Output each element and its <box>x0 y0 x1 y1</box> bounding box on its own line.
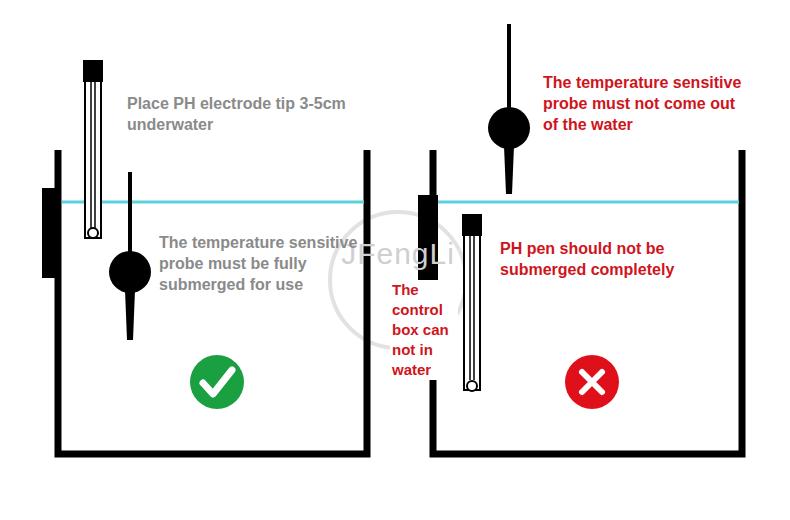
cross-mark <box>582 372 602 392</box>
control-box <box>42 188 60 278</box>
instruction-note: Place PH electrode tip 3-5cm underwater <box>127 93 397 135</box>
electrode-cap <box>462 214 482 236</box>
correct-icon <box>190 355 244 409</box>
temperature-probe <box>109 251 151 293</box>
warning-note: PH pen should not be submerged completel… <box>500 238 725 280</box>
tank <box>433 150 742 454</box>
electrode-core <box>469 236 471 380</box>
electrode-tip <box>88 228 98 238</box>
instruction-note: The temperature sensitive probe must be … <box>159 232 359 295</box>
warning-note: The temperature sensitive probe must not… <box>543 72 743 135</box>
probe-tip <box>504 146 514 194</box>
check-mark <box>203 370 232 394</box>
electrode-tip <box>467 381 477 391</box>
probe-cable <box>128 172 132 256</box>
wrong-icon <box>565 355 619 409</box>
temperature-probe <box>488 107 530 149</box>
tank <box>58 150 367 454</box>
water-line <box>437 201 739 204</box>
probe-tip <box>125 290 135 340</box>
water-line <box>62 201 364 204</box>
electrode-core <box>473 236 475 380</box>
electrode-core <box>94 82 96 228</box>
ph-electrode <box>464 232 480 390</box>
warning-note: The control box can not in water <box>390 280 458 380</box>
ph-electrode <box>85 78 101 238</box>
probe-cable <box>507 24 511 112</box>
electrode-core <box>90 82 92 228</box>
electrode-cap <box>83 60 103 82</box>
